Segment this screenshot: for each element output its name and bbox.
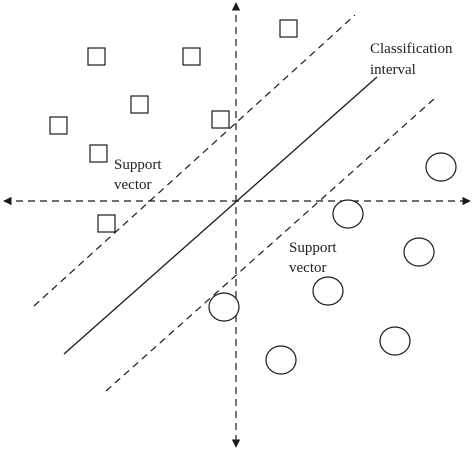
support-vector-label-lower-2: vector	[289, 260, 326, 276]
square-markers	[49, 19, 298, 233]
circle-marker	[332, 199, 364, 229]
classification-interval-label: Classification	[370, 41, 453, 57]
upper-margin-line	[33, 14, 356, 307]
circle-marker	[379, 326, 411, 356]
decision-boundary	[63, 76, 378, 355]
square-marker	[89, 144, 108, 163]
circle-marker	[403, 237, 435, 267]
support-vector-label-upper-2: vector	[114, 177, 151, 193]
square-marker	[279, 19, 298, 38]
square-marker	[49, 116, 68, 135]
classification-interval-label-2: interval	[370, 62, 416, 78]
circle-markers	[208, 152, 457, 375]
lower-margin-line	[105, 98, 435, 392]
circle-marker	[265, 345, 297, 375]
circle-marker	[312, 276, 344, 306]
support-vector-label-upper: Support	[114, 157, 162, 173]
circle-marker	[425, 152, 457, 182]
square-marker	[97, 214, 116, 233]
circle-marker	[208, 292, 240, 322]
square-marker	[130, 95, 149, 114]
support-vector-label-lower: Support	[289, 240, 337, 256]
square-marker	[87, 47, 106, 66]
square-marker	[211, 110, 230, 129]
square-marker	[182, 47, 201, 66]
